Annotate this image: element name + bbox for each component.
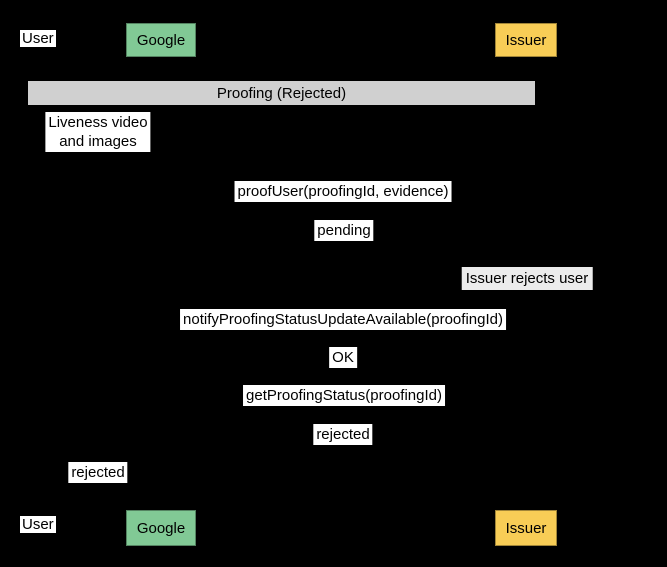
actor-google-bottom-box: Google (126, 510, 196, 546)
actor-google-top-box: Google (126, 23, 196, 57)
message-pending: pending (314, 220, 374, 241)
message-liveness-video: Liveness video and images (45, 112, 151, 152)
message-rejected-to-user: rejected (68, 462, 128, 483)
actor-issuer-top-box: Issuer (495, 23, 557, 57)
actor-user-top-label: User (20, 30, 56, 47)
message-rejected-to-google: rejected (313, 424, 373, 445)
message-notify-proofing-status: notifyProofingStatusUpdateAvailable(proo… (180, 309, 506, 330)
message-get-proofing-status: getProofingStatus(proofingId) (243, 385, 445, 406)
fragment-title-bar: Proofing (Rejected) (28, 81, 535, 105)
message-proof-user: proofUser(proofingId, evidence) (234, 181, 452, 202)
message-ok: OK (329, 347, 357, 368)
actor-user-bottom-label: User (20, 516, 56, 533)
actor-issuer-bottom-box: Issuer (495, 510, 557, 546)
note-issuer-rejects-user: Issuer rejects user (461, 267, 593, 290)
